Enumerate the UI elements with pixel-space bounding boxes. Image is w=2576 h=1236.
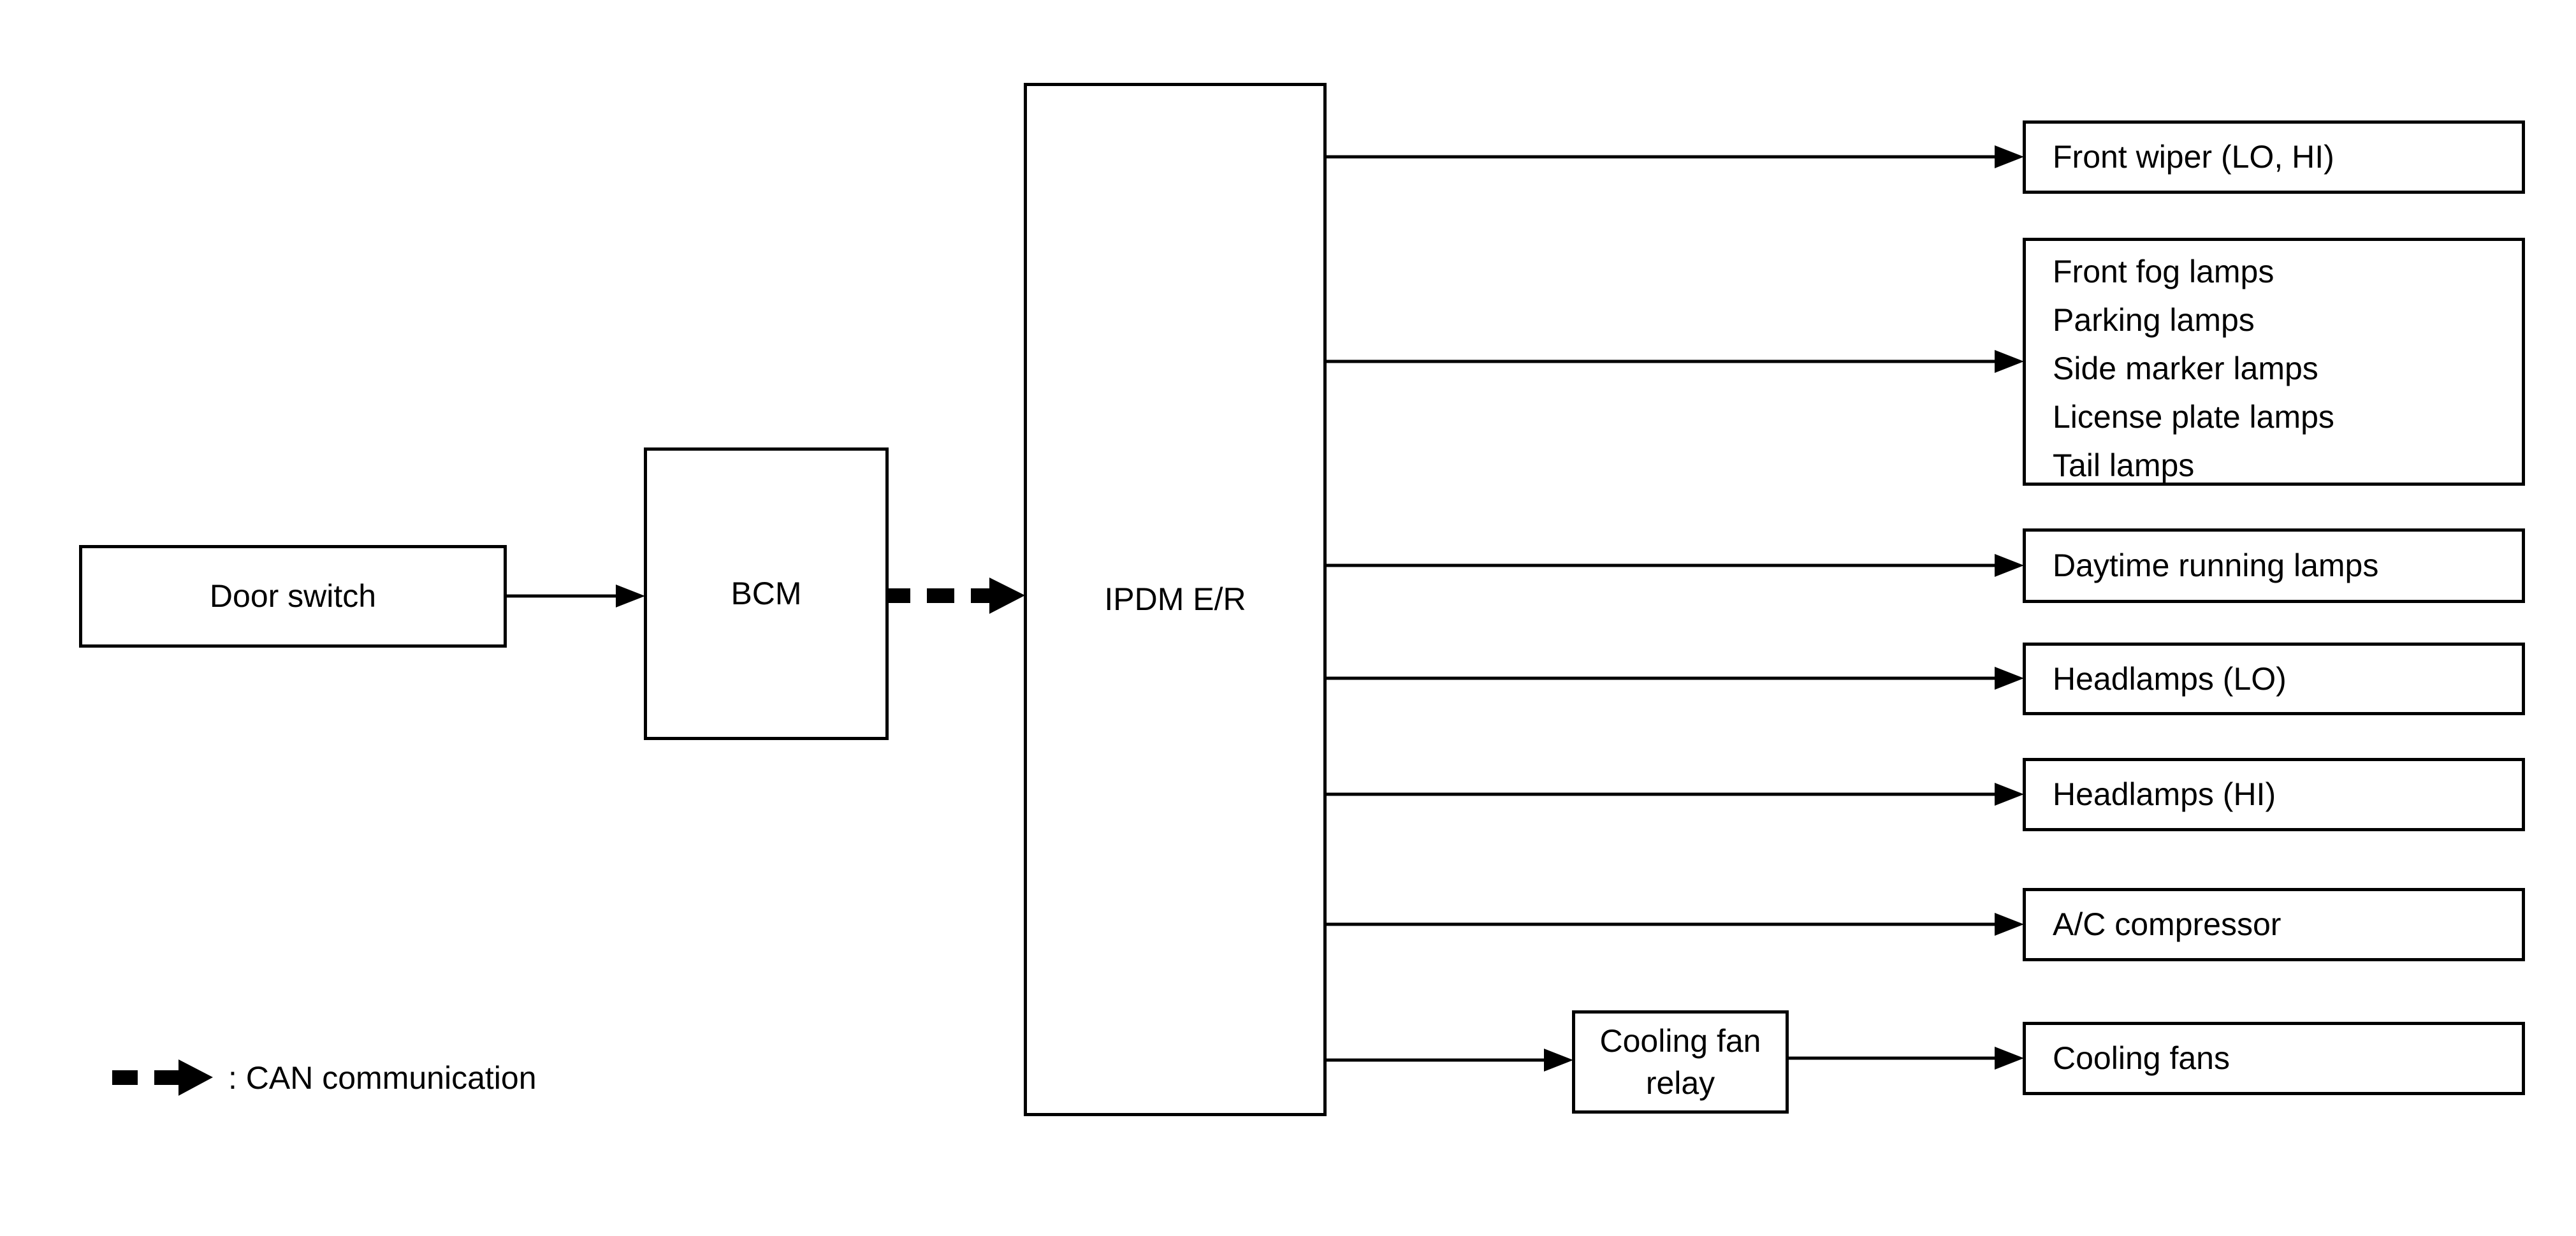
node-label: Headlamps (HI) bbox=[2053, 776, 2276, 813]
node-headlamps-hi: Headlamps (HI) bbox=[2023, 758, 2525, 831]
node-label: Door switch bbox=[209, 578, 377, 614]
node-label: Headlamps (LO) bbox=[2053, 660, 2287, 697]
node-bcm: BCM bbox=[644, 447, 889, 740]
legend-can-communication: : CAN communication bbox=[112, 1052, 537, 1104]
node-ac-compressor: A/C compressor bbox=[2023, 888, 2525, 961]
node-label: BCM bbox=[731, 576, 802, 612]
arrowhead-icon bbox=[1995, 145, 2024, 168]
arrowhead-icon bbox=[1995, 783, 2024, 806]
arrowhead-icon bbox=[616, 585, 645, 607]
can-arrow-bcm-to-ipdm bbox=[889, 578, 1025, 614]
node-label: Cooling fans bbox=[2053, 1040, 2230, 1077]
node-front-wiper: Front wiper (LO, HI) bbox=[2023, 120, 2525, 194]
can-communication-arrow-icon bbox=[112, 1059, 213, 1096]
arrowhead-icon bbox=[1544, 1049, 1573, 1072]
legend-label: : CAN communication bbox=[228, 1060, 537, 1096]
node-lamps-group: Front fog lamps Parking lamps Side marke… bbox=[2023, 238, 2525, 486]
node-label: Front wiper (LO, HI) bbox=[2053, 139, 2334, 175]
node-door-switch: Door switch bbox=[79, 545, 507, 648]
node-cooling-fans: Cooling fans bbox=[2023, 1022, 2525, 1095]
arrowhead-icon bbox=[1995, 913, 2024, 936]
node-ipdm-er: IPDM E/R bbox=[1024, 83, 1327, 1116]
arrowhead-icon bbox=[1995, 1047, 2024, 1070]
node-label: A/C compressor bbox=[2053, 906, 2281, 943]
node-label: Daytime running lamps bbox=[2053, 548, 2379, 584]
node-label: Cooling fan relay bbox=[1599, 1023, 1761, 1101]
node-label: Front fog lamps Parking lamps Side marke… bbox=[2053, 254, 2334, 483]
arrowhead-icon bbox=[1995, 350, 2024, 373]
node-daytime-running-lamps: Daytime running lamps bbox=[2023, 528, 2525, 603]
arrowhead-icon bbox=[1995, 667, 2024, 690]
node-headlamps-lo: Headlamps (LO) bbox=[2023, 643, 2525, 715]
arrowhead-icon bbox=[1995, 554, 2024, 577]
node-cooling-fan-relay: Cooling fan relay bbox=[1572, 1010, 1789, 1114]
node-label: IPDM E/R bbox=[1104, 581, 1246, 618]
